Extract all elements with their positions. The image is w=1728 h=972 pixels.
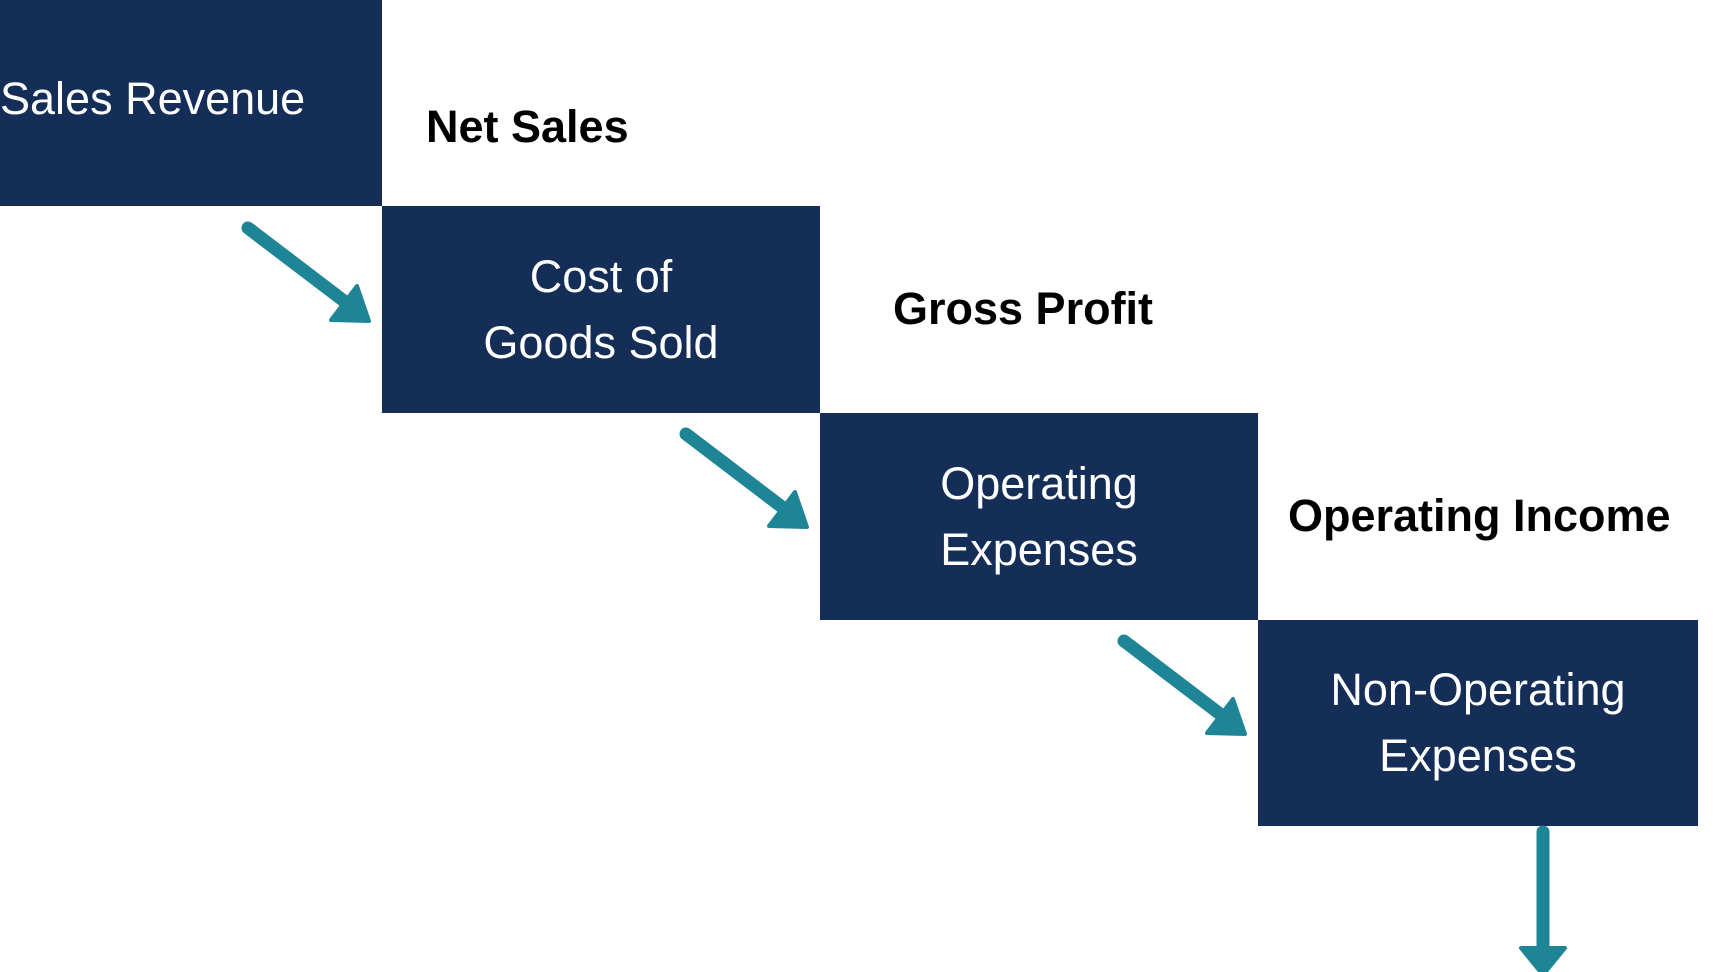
cost-of-goods-sold-label: Cost of Goods Sold [483,250,719,368]
operating-expenses-box: Operating Expenses [820,413,1258,620]
sales-revenue-box: Sales Revenue [0,0,382,206]
sales-revenue-label: Sales Revenue [0,73,306,124]
arrow-2-icon [679,427,809,529]
gross-profit-label: Gross Profit [893,283,1154,334]
cost-of-goods-sold-box: Cost of Goods Sold [382,206,820,413]
arrow-1-icon [241,221,371,323]
operating-income-label: Operating Income [1288,490,1671,541]
operating-expenses-label: Operating Expenses [940,457,1138,575]
arrow-4-down-icon [1519,825,1567,972]
arrow-3-icon [1117,634,1247,736]
net-sales-label: Net Sales [426,101,629,152]
non-operating-expenses-box: Non-Operating Expenses [1258,620,1698,826]
non-operating-expenses-label: Non-Operating Expenses [1330,664,1626,781]
